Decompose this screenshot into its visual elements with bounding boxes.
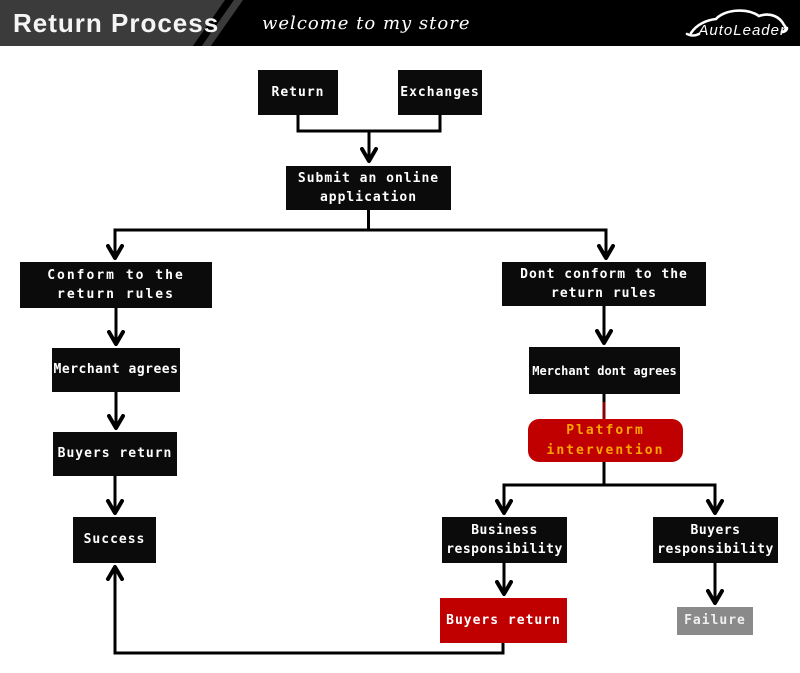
node-exchanges-label: Exchanges bbox=[400, 84, 480, 100]
node-business-responsibility: Business responsibility bbox=[442, 517, 567, 563]
node-merchant-agrees: Merchant agrees bbox=[52, 348, 180, 392]
node-return: Return bbox=[258, 70, 338, 115]
brand-logo bbox=[684, 3, 792, 45]
node-return-label: Return bbox=[271, 84, 325, 100]
brand-name: AutoLeader bbox=[698, 22, 786, 39]
node-conform-line1: Conform to the bbox=[47, 267, 185, 283]
node-dont-conform-rules: Dont conform to the return rules bbox=[502, 262, 706, 306]
page-title: Return Process bbox=[13, 7, 220, 38]
node-submit-line1: Submit an online bbox=[297, 170, 440, 186]
node-buyers-resp-line2: responsibility bbox=[657, 542, 774, 557]
node-exchanges: Exchanges bbox=[398, 70, 482, 115]
node-buyers-responsibility: Buyers responsibility bbox=[653, 517, 778, 563]
node-dont-conform-line1: Dont conform to the bbox=[520, 266, 688, 282]
store-tagline: welcome to my store bbox=[262, 12, 471, 34]
node-platform-intervention: Platform intervention bbox=[528, 419, 683, 462]
node-dont-conform-line2: return rules bbox=[551, 286, 657, 301]
node-submit-line2: application bbox=[319, 190, 418, 205]
node-buyers-return-forced-label: Buyers return bbox=[446, 612, 561, 628]
node-buyers-return-forced: Buyers return bbox=[440, 598, 567, 643]
node-merchant-dont-agrees: Merchant dont agrees bbox=[529, 347, 680, 394]
node-platform-line1: Platform bbox=[566, 423, 645, 438]
node-conform-rules: Conform to the return rules bbox=[20, 262, 212, 308]
node-success: Success bbox=[73, 517, 156, 563]
node-conform-line2: return rules bbox=[57, 287, 175, 302]
edge-feedback-to-success bbox=[106, 565, 505, 655]
node-buyers-return-label: Buyers return bbox=[57, 446, 173, 462]
node-merchant-agrees-label: Merchant agrees bbox=[53, 362, 179, 378]
node-submit-application: Submit an online application bbox=[286, 166, 451, 210]
node-failure: Failure bbox=[677, 607, 753, 635]
car-icon bbox=[685, 9, 789, 37]
node-merchant-dont-agrees-label: Merchant dont agrees bbox=[532, 363, 677, 378]
node-platform-line2: intervention bbox=[546, 442, 665, 458]
node-business-resp-line2: responsibility bbox=[446, 542, 563, 557]
node-business-resp-line1: Business bbox=[471, 522, 538, 538]
node-failure-label: Failure bbox=[684, 613, 746, 629]
node-buyers-resp-line1: Buyers bbox=[690, 522, 741, 538]
node-buyers-return: Buyers return bbox=[53, 432, 177, 476]
header-bar: Return Process welcome to my store AutoL… bbox=[0, 0, 800, 46]
node-success-label: Success bbox=[83, 532, 146, 548]
